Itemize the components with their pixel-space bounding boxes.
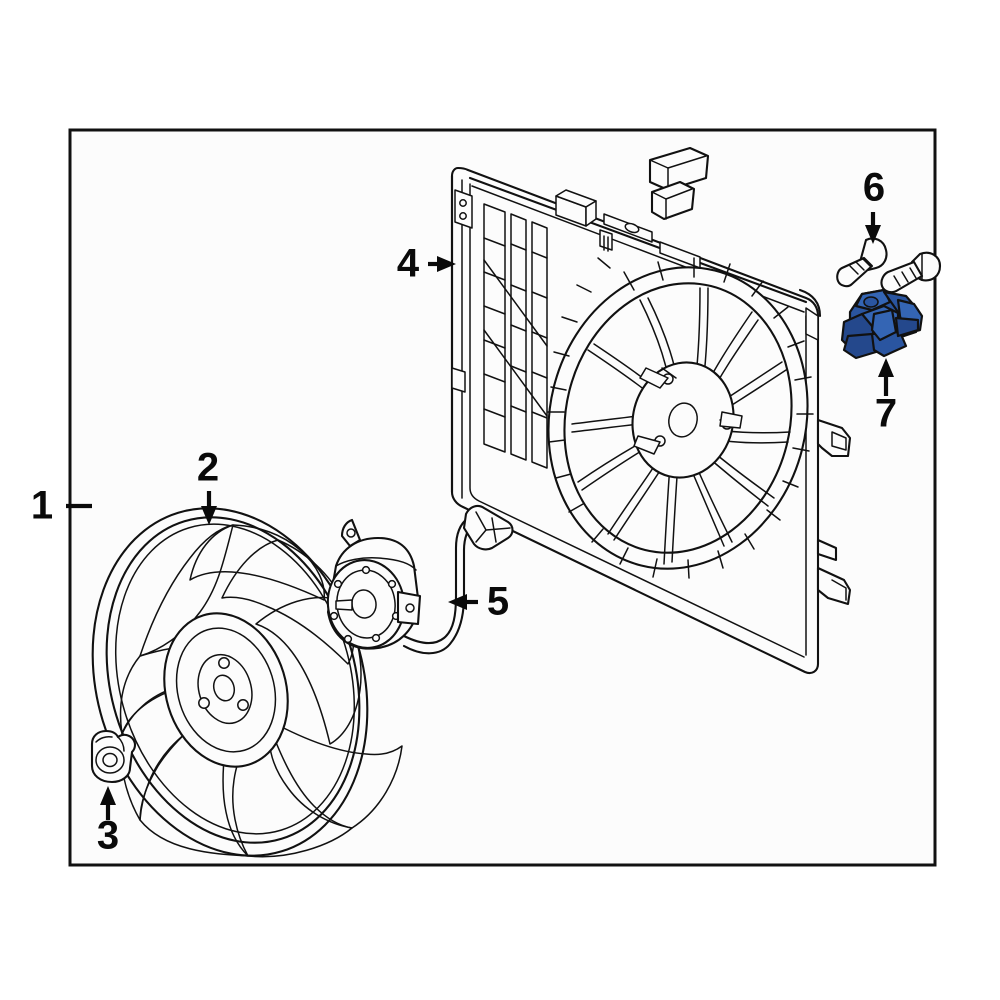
fan-shroud xyxy=(450,146,852,675)
mounting-bolt-left xyxy=(836,237,888,288)
callout-leader-7 xyxy=(878,358,894,396)
fan-blade-retaining-nut xyxy=(90,729,137,784)
callout-leader-2 xyxy=(201,491,217,525)
shroud-fan-opening xyxy=(547,257,814,579)
shroud-motor-hub xyxy=(631,361,743,479)
shroud-clip-long xyxy=(648,146,710,192)
callout-leader-6 xyxy=(865,212,881,244)
callout-label-3: 3 xyxy=(97,814,119,858)
cooling-fan-motor xyxy=(326,518,422,650)
fan-hub xyxy=(163,612,289,768)
shroud-clip-short xyxy=(650,180,696,221)
callout-leader-5 xyxy=(448,594,478,610)
callout-leader-4 xyxy=(428,256,456,272)
callout-label-2: 2 xyxy=(197,446,219,490)
shroud-vent-louvers xyxy=(483,203,548,469)
callout-label-1: 1 xyxy=(31,484,53,528)
fan-motor-wiring-harness xyxy=(402,504,514,655)
callout-label-7: 7 xyxy=(875,392,897,436)
shroud-top-rail xyxy=(468,176,808,304)
fan-control-module-resistor xyxy=(840,288,924,360)
cooling-fan-blade xyxy=(91,507,403,858)
callout-label-5: 5 xyxy=(487,580,509,624)
callout-leader-3 xyxy=(100,786,116,820)
shroud-right-brackets xyxy=(805,307,852,606)
shroud-upper-bracket xyxy=(454,189,473,229)
mounting-bolt-right xyxy=(880,251,942,294)
callout-label-6: 6 xyxy=(863,166,885,210)
callout-label-4: 4 xyxy=(397,242,420,286)
harness-connector xyxy=(462,504,514,551)
shroud-left-tab xyxy=(451,367,466,393)
